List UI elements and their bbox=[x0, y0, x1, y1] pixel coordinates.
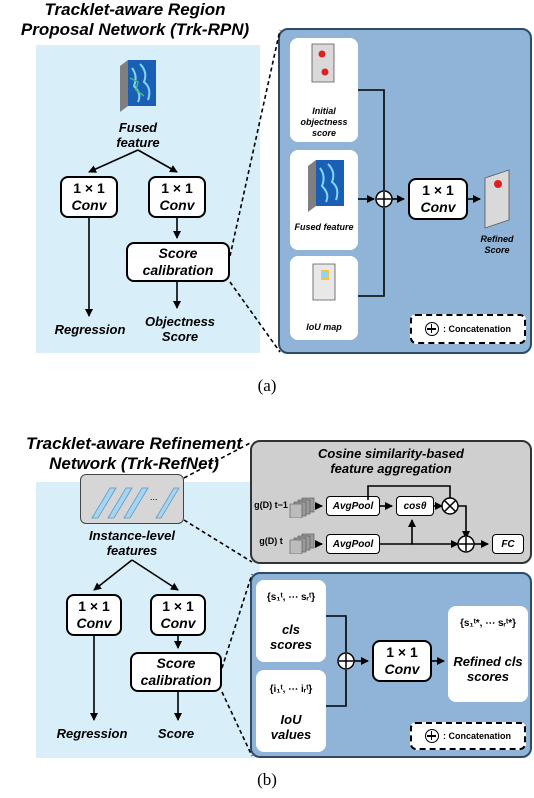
instance-features-box bbox=[80, 474, 184, 524]
rpn-conv-right-bottom: Conv bbox=[159, 197, 195, 213]
rpn-regression-label: Regression bbox=[54, 322, 126, 337]
refined-score-icon bbox=[482, 168, 512, 230]
aggregation-title-line1: Cosine similarity-based bbox=[318, 446, 464, 461]
avgpool-prev-box: AvgPool bbox=[326, 496, 380, 516]
trk-refnet-title: Tracklet-aware Refinement Network (Trk-R… bbox=[0, 434, 268, 474]
caption-a: (a) bbox=[257, 376, 277, 395]
detail-fused-feature-label: Fused feature bbox=[294, 222, 354, 232]
instance-features-icon: ... bbox=[86, 480, 180, 522]
rpn-legend: : Concatenation bbox=[410, 314, 526, 344]
refined-score-label: Refined Score bbox=[480, 234, 514, 255]
cls-scores-tile bbox=[256, 580, 326, 662]
detail-conv-box: 1 × 1 Conv bbox=[408, 178, 468, 220]
detail-conv-bottom: Conv bbox=[420, 199, 456, 215]
avgpool-cur-box: AvgPool bbox=[326, 534, 380, 554]
rpn-conv-right: 1 × 1 Conv bbox=[148, 176, 206, 218]
refnet-conv-right-bottom: Conv bbox=[160, 615, 196, 631]
iou-values-tile bbox=[256, 670, 326, 752]
refnet-legend-text: : Concatenation bbox=[442, 731, 511, 741]
rpn-conv-left-top: 1 × 1 bbox=[73, 180, 105, 196]
refnet-conv-left-top: 1 × 1 bbox=[78, 598, 110, 614]
trk-rpn-title-line2: Proposal Network (Trk-RPN) bbox=[20, 20, 250, 39]
aggregation-title: Cosine similarity-based feature aggregat… bbox=[250, 446, 532, 476]
refnet-detail-conv-box: 1 × 1 Conv bbox=[372, 640, 432, 682]
refnet-conv-right-top: 1 × 1 bbox=[162, 598, 194, 614]
trk-refnet-title-line1: Tracklet-aware Refinement bbox=[25, 434, 243, 453]
trk-rpn-title: Tracklet-aware Region Proposal Network (… bbox=[0, 0, 270, 40]
g-cur-stack-icon bbox=[288, 532, 318, 555]
rpn-score-calibration: Score calibration bbox=[126, 242, 230, 282]
caption-b: (b) bbox=[257, 770, 277, 789]
refnet-legend: : Concatenation bbox=[410, 722, 526, 750]
concatenation-icon bbox=[424, 729, 439, 743]
svg-text:...: ... bbox=[150, 492, 158, 502]
g-cur-label: g(D) t bbox=[259, 536, 283, 546]
objectness-map-icon bbox=[308, 42, 338, 86]
rpn-legend-text: : Concatenation bbox=[442, 324, 511, 334]
fused-feature-label: Fused feature bbox=[116, 120, 160, 150]
aggregation-title-line2: feature aggregation bbox=[330, 461, 452, 476]
iou-map-icon bbox=[310, 262, 338, 302]
refnet-detail-conv-bottom: Conv bbox=[384, 661, 420, 677]
rpn-objectness-score-label: Objectness Score bbox=[144, 314, 216, 344]
refnet-score-calibration: Score calibration bbox=[130, 652, 222, 692]
refnet-detail-conv-top: 1 × 1 bbox=[386, 644, 418, 660]
rpn-conv-left: 1 × 1 Conv bbox=[60, 176, 118, 218]
initial-objectness-label: Initial objectness score bbox=[300, 106, 348, 138]
g-prev-stack-icon bbox=[288, 496, 318, 519]
fused-feature-icon bbox=[118, 58, 158, 114]
rpn-conv-right-top: 1 × 1 bbox=[161, 180, 193, 196]
detail-fused-feature-icon bbox=[306, 158, 346, 214]
iou-values-label: IoU values bbox=[270, 712, 312, 742]
refnet-conv-left-bottom: Conv bbox=[76, 615, 112, 631]
trk-rpn-title-line1: Tracklet-aware Region bbox=[44, 0, 226, 19]
refined-cls-tile bbox=[448, 606, 528, 702]
fc-box: FC bbox=[492, 534, 524, 554]
refnet-score-label: Score bbox=[157, 726, 195, 741]
cls-scores-label: cls scores bbox=[270, 622, 312, 652]
refined-set-label: {s₁ᵗ*, ⋯ sᵣᵗ*} bbox=[459, 618, 516, 629]
instance-features-label: Instance-level features bbox=[89, 528, 175, 558]
cos-theta-box: cosθ bbox=[396, 496, 434, 516]
cls-set-label: {s₁ᵗ, ⋯ sᵣᵗ} bbox=[266, 592, 316, 603]
refnet-conv-right: 1 × 1 Conv bbox=[150, 594, 206, 636]
refnet-conv-left: 1 × 1 Conv bbox=[66, 594, 122, 636]
iou-map-label: IoU map bbox=[306, 322, 342, 332]
detail-conv-top: 1 × 1 bbox=[422, 182, 454, 198]
concatenation-icon bbox=[424, 322, 439, 336]
rpn-conv-left-bottom: Conv bbox=[71, 197, 107, 213]
refined-cls-scores-label: Refined cls scores bbox=[453, 654, 523, 684]
trk-refnet-title-line2: Network (Trk-RefNet) bbox=[49, 454, 219, 473]
g-prev-label: g(D) t−1 bbox=[254, 500, 288, 510]
refnet-regression-label: Regression bbox=[56, 726, 128, 741]
iou-set-label: {i₁ᵗ, ⋯ iᵣᵗ} bbox=[269, 684, 313, 695]
